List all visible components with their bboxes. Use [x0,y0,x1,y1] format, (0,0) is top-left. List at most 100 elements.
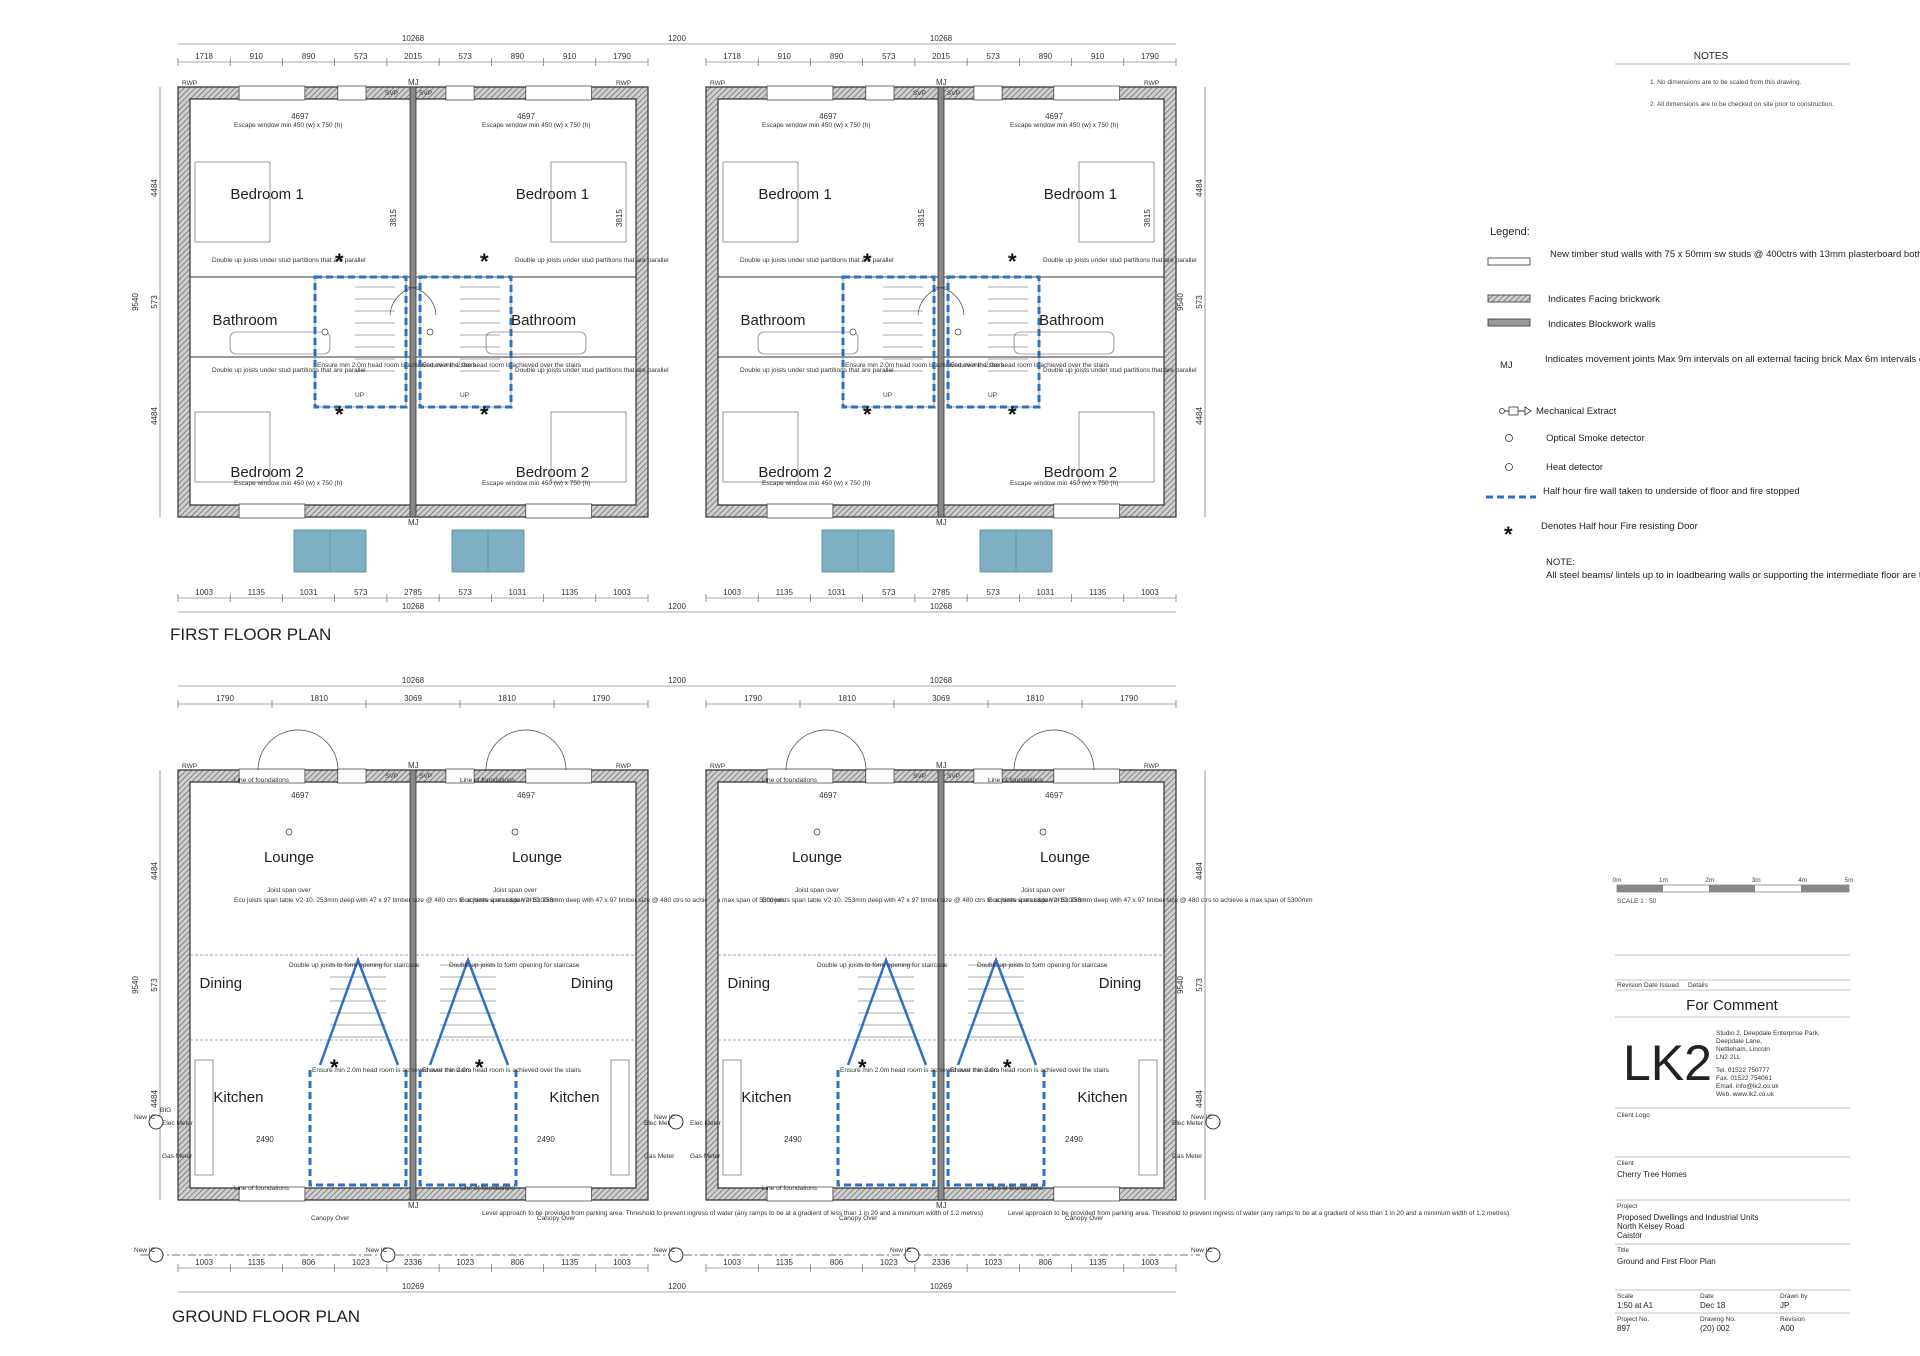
dimension-value: 573 [354,52,368,61]
smoke-detector-icon [1505,434,1513,442]
room-label-kitchen: Kitchen [549,1089,599,1106]
french-doors [1013,729,1095,771]
legend-mj-symbol: MJ [1500,360,1513,371]
big-label: BIG [160,1107,171,1114]
gf-gap-top: 1200 [668,676,686,685]
notes-item-2: 2. All dimensions are to be checked on s… [1650,101,1834,108]
escape-window-note: Escape window min 450 (w) x 750 (h) [1010,480,1118,487]
side-dimension: 4484 [150,1090,159,1108]
dimension-value: 1135 [776,588,794,597]
window [766,85,834,101]
dimension-value: 1135 [248,588,266,597]
project-line-2: North Kelsey Road [1617,1222,1684,1231]
dimension-value: 1718 [723,52,741,61]
window [525,768,592,784]
dimension-value: 1003 [613,1258,631,1267]
project-line-1: Proposed Dwellings and Industrial Units [1617,1213,1758,1222]
ff-overall-width-bottom-2: 10268 [930,602,953,611]
dimension-value: 3069 [404,694,422,703]
bed [550,411,627,483]
foundations-note: Line of foundations [762,777,818,784]
new-ic-label: New IC [1191,1114,1213,1121]
room-label-lounge: Lounge [264,849,314,866]
stair-joists-note: Double up joists to form opening for sta… [817,962,948,969]
fire-door-star-icon: * [1008,402,1017,427]
fire-door-star-icon: * [863,249,872,274]
dim-kitchen-width: 2490 [537,1135,555,1144]
dim-room-width: 4697 [819,791,837,800]
window [337,768,367,784]
project-line-3: Caistor [1617,1231,1643,1240]
window [238,85,306,101]
canopy-note: Canopy Over [1065,1215,1104,1222]
legend-item-smoke: Optical Smoke detector [1546,433,1645,444]
dimension-value: 806 [302,1258,316,1267]
date-value: Dec 18 [1700,1301,1726,1310]
dim-bed1-depth: 3815 [389,209,398,227]
dimension-value: 1790 [613,52,631,61]
elec-meter-label: Elec Meter [1172,1120,1204,1127]
smoke-detector-icon [511,828,519,836]
room-label-bedroom-2: Bedroom 2 [1044,464,1117,481]
fire-wall [313,275,408,409]
door-swing [389,286,419,316]
legend-note-title: NOTE: [1546,557,1575,568]
window [1053,1186,1120,1202]
joist-spec-note: Eco joists span table V2-10. 253mm deep … [988,897,1313,904]
dimension-value: 910 [563,52,577,61]
new-ic-label: New IC [654,1247,676,1254]
dimension-value: 1031 [300,588,318,597]
stair-landing [314,276,407,408]
new-ic-label: New IC [134,1114,156,1121]
dim-room-width: 4697 [1045,112,1063,121]
room-label-dining: Dining [571,975,614,992]
inspection-chamber-icon [148,1247,164,1263]
address-line-1: Studio 2, Deepdale Enterprise Park, [1716,1030,1820,1037]
legend-note-text: All steel beams/ lintels up to in loadbe… [1546,570,1920,581]
project-label: Project [1617,1203,1637,1210]
overall-depth: 9540 [131,976,140,994]
dimension-value: 573 [987,52,1001,61]
drawing-no-label: Drawing No. [1700,1316,1736,1323]
details-header: Details [1688,982,1709,989]
facing-brick-symbol [1487,294,1531,303]
french-doors [785,729,867,771]
fire-wall [308,1070,408,1187]
dimension-value: 910 [778,52,792,61]
window [238,768,306,784]
window [766,768,834,784]
client-logo-label: Client Logo [1617,1112,1650,1119]
drawn-label: Drawn by [1780,1293,1808,1300]
dimension-value: 3069 [932,694,950,703]
dimension-value: 1790 [592,694,610,703]
room-label-bedroom-2: Bedroom 2 [516,464,589,481]
ff-gap-bottom: 1200 [668,602,686,611]
bath [1013,331,1115,355]
dimension-value: 1003 [195,588,213,597]
rwp-label: RWP [710,80,725,87]
rwp-label: RWP [182,763,197,770]
stair-joists-note: Double up joists to form opening for sta… [289,962,420,969]
window [337,85,367,101]
rwp-label: RWP [616,80,631,87]
rwp-label: RWP [182,80,197,87]
stair-joists-note: Double up joists to form opening for sta… [977,962,1108,969]
lk2-logo: LK2 [1623,1035,1712,1091]
dimension-value: 910 [250,52,264,61]
fire-wall [418,275,513,409]
gf-overall-width-top-2: 10268 [930,676,953,685]
side-dimension: 573 [150,295,159,309]
dimension-value: 1031 [828,588,846,597]
party-wall [937,769,945,1201]
bed [722,411,799,483]
bed [194,161,271,243]
bath [485,331,587,355]
dim-room-width: 4697 [819,112,837,121]
external-wall [705,86,1177,518]
dim-kitchen-width: 2490 [1065,1135,1083,1144]
side-dimension: 573 [150,978,159,992]
room-label-bedroom-2: Bedroom 2 [230,464,303,481]
window [445,85,475,101]
